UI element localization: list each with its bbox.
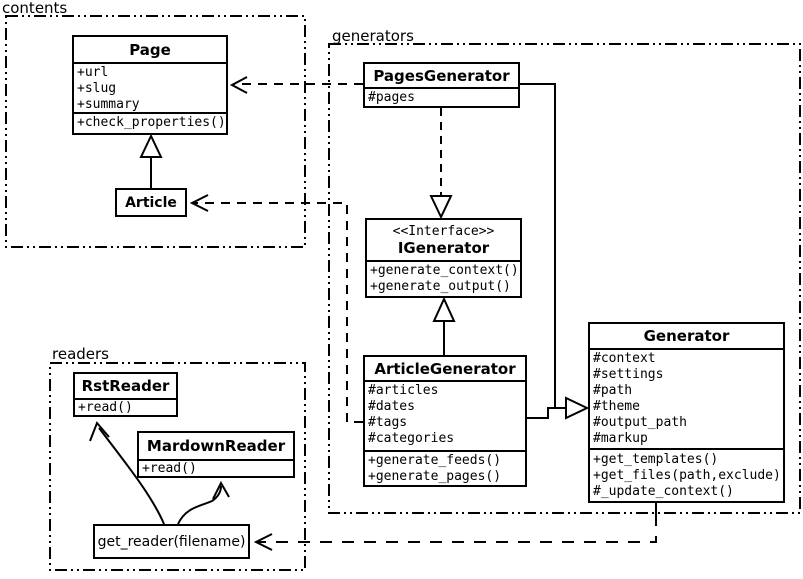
open-arrowhead-icon xyxy=(229,76,248,94)
method-row: +generate_pages() xyxy=(368,469,502,484)
class-title: Article xyxy=(125,194,177,211)
method-section: +check_properties() xyxy=(74,112,226,133)
inheritance-line-articlegenerator-to-generator xyxy=(527,407,566,419)
attribute-row: #pages xyxy=(368,90,415,105)
method-row: +read() xyxy=(142,461,197,476)
attribute-row: +summary xyxy=(77,97,140,112)
stereotype-label: <<Interface>> xyxy=(392,223,495,239)
attribute-row: #articles xyxy=(368,383,439,398)
method-row: +generate_feeds() xyxy=(368,453,502,468)
package-label-generators: generators xyxy=(332,27,414,45)
inheritance-triangle-icon xyxy=(565,396,590,420)
function-box-get-reader: get_reader(filename) xyxy=(93,524,250,559)
attribute-section: +url +slug +summary xyxy=(74,62,226,112)
class-igenerator: <<Interface>> IGenerator +generate_conte… xyxy=(365,218,522,298)
attribute-row: #context xyxy=(593,351,656,366)
class-title: PagesGenerator xyxy=(373,66,510,85)
attribute-row: #dates xyxy=(368,399,415,414)
method-section: +read() xyxy=(75,398,176,415)
method-section: +generate_feeds() +generate_pages() xyxy=(365,450,525,485)
attribute-row: #settings xyxy=(593,367,664,382)
class-generator: Generator #context #settings #path #them… xyxy=(588,322,785,503)
class-title: ArticleGenerator xyxy=(374,359,516,378)
class-title: Generator xyxy=(643,327,730,345)
attribute-row: +url xyxy=(77,65,109,80)
attribute-row: +slug xyxy=(77,81,117,96)
method-row: +generate_context() xyxy=(370,263,519,278)
attribute-section: #articles #dates #tags #categories xyxy=(365,380,525,450)
open-arrowhead-icon xyxy=(189,194,209,212)
open-arrowhead-icon xyxy=(253,533,273,551)
method-section: +generate_context() +generate_output() xyxy=(367,260,520,296)
method-row: #_update_context() xyxy=(593,484,734,499)
package-label-readers: readers xyxy=(52,345,109,363)
attribute-row: #markup xyxy=(593,431,648,446)
attribute-row: #output_path xyxy=(593,415,687,430)
class-page: Page +url +slug +summary +check_properti… xyxy=(72,35,228,135)
class-mardownreader: MardownReader +read() xyxy=(137,431,295,478)
inheritance-triangle-icon xyxy=(432,296,456,322)
attribute-section: #pages xyxy=(365,87,518,106)
method-row: +generate_output() xyxy=(370,279,511,294)
attribute-row: #tags xyxy=(368,415,408,430)
class-pagesgenerator: PagesGenerator #pages xyxy=(363,62,520,108)
method-section: +read() xyxy=(139,459,293,476)
inheritance-triangle-icon xyxy=(139,133,163,158)
class-title: MardownReader xyxy=(146,437,286,455)
class-title: Page xyxy=(129,40,171,59)
attribute-row: #path xyxy=(593,383,633,398)
method-row: +check_properties() xyxy=(77,115,226,130)
method-row: +get_templates() xyxy=(593,452,719,467)
class-title: RstReader xyxy=(81,377,170,395)
class-title: <<Interface>> IGenerator xyxy=(367,220,520,260)
function-label: get_reader(filename) xyxy=(97,533,246,550)
class-rstreader: RstReader +read() xyxy=(73,372,178,417)
dependency-line-generator-to-getreader xyxy=(258,514,657,543)
open-arrowhead-icon xyxy=(89,421,110,442)
class-article: Article xyxy=(115,188,187,217)
method-row: +get_files(path,exclude) xyxy=(593,468,781,483)
arrow-getreader-to-mardownreader xyxy=(177,485,222,525)
attribute-row: #categories xyxy=(368,431,455,446)
attribute-section: #context #settings #path #theme #output_… xyxy=(590,348,783,448)
open-arrowhead-icon xyxy=(212,480,230,500)
class-name-label: IGenerator xyxy=(397,238,490,257)
realization-triangle-icon xyxy=(429,195,453,220)
package-label-contents: contents xyxy=(2,0,68,17)
attribute-row: #theme xyxy=(593,399,640,414)
method-section: +get_templates() +get_files(path,exclude… xyxy=(590,448,783,501)
dependency-line-articlegenerator-to-article xyxy=(194,202,363,423)
class-articlegenerator: ArticleGenerator #articles #dates #tags … xyxy=(363,355,527,487)
method-row: +read() xyxy=(78,400,133,415)
